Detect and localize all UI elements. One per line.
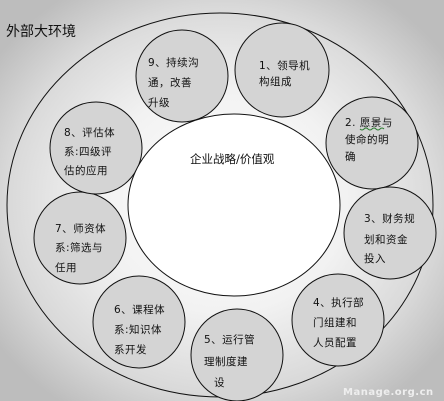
node-8-label-line-3: 估的应用 <box>64 164 108 177</box>
node-5-management-system: 5、运行管 理制度建 设 <box>190 308 284 401</box>
node-7-label-line-1: 7、师资体 <box>55 222 106 235</box>
node-8-label-line-1: 8、评估体 <box>64 126 115 139</box>
node-4-label-line-1: 4、执行部 <box>313 296 364 309</box>
node-9-label-line-3: 升级 <box>148 97 170 109</box>
node-6-label-line-2: 系:知识体 <box>114 323 162 336</box>
diagram-title: 外部大环境 <box>6 24 76 40</box>
node-1-label-line-2: 构组成 <box>259 75 292 88</box>
center-strategy-ellipse <box>127 113 341 297</box>
node-5-label-line-1: 5、运行管 <box>204 333 255 346</box>
node-2-vision-mission: 2. 愿景与 使命的明 确 <box>325 96 419 190</box>
node-5-label-line-3: 设 <box>214 377 225 389</box>
node-4-execution: 4、执行部 门组建和 人员配置 <box>291 273 385 367</box>
node-1-leadership: 1、领导机 构组成 <box>234 22 330 118</box>
node-7-instructors: 7、师资体 系:筛选与 任用 <box>33 191 127 285</box>
node-3-label-line-2: 划和资金 <box>364 233 408 246</box>
node-4-label-line-3: 人员配置 <box>313 337 357 349</box>
node-6-label-line-3: 系开发 <box>114 343 147 356</box>
node-6-label-line-1: 6、课程体 <box>114 304 165 316</box>
node-8-label-line-2: 系:四级评 <box>64 146 112 158</box>
node-8-evaluation: 8、评估体 系:四级评 估的应用 <box>49 101 143 195</box>
node-5-label-line-2: 理制度建 <box>204 355 248 368</box>
node-3-label-line-3: 投入 <box>364 252 386 265</box>
node-7-label-line-3: 任用 <box>55 261 77 274</box>
node-2-label-line-2: 使命的明 <box>345 133 389 146</box>
node-9-label-line-2: 通，改善 <box>148 76 192 89</box>
node-1-label-line-1: 1、领导机 <box>259 59 310 72</box>
node-7-label-line-2: 系:筛选与 <box>55 241 103 254</box>
node-9-continuous-improvement: 9、持续沟 通，改善 升级 <box>135 29 229 123</box>
node-2-label-line-1: 2. 愿景与 <box>345 117 393 129</box>
center-label: 企业战略/价值观 <box>190 152 275 166</box>
watermark-text: Manage.org.cn <box>343 387 434 398</box>
node-3-finance: 3、财务规 划和资金 投入 <box>343 186 437 280</box>
node-3-label-line-1: 3、财务规 <box>364 212 415 225</box>
node-2-label-line-3: 确 <box>345 150 356 163</box>
node-4-label-line-2: 门组建和 <box>313 316 357 329</box>
node-9-label-line-1: 9、持续沟 <box>148 56 199 69</box>
spelling-underline-1 <box>359 127 385 131</box>
node-6-curriculum: 6、课程体 系:知识体 系开发 <box>92 275 186 369</box>
